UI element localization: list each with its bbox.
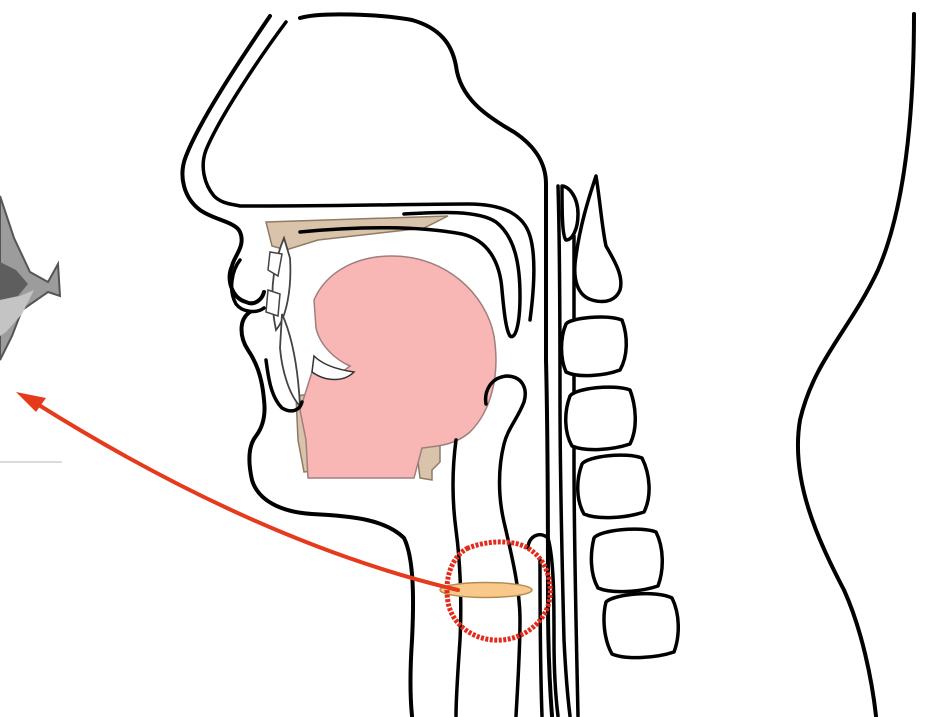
larynx-front-wall	[453, 440, 461, 716]
hard-palate	[266, 216, 448, 250]
epiglottis	[486, 376, 526, 716]
cervical-vertebrae	[562, 176, 679, 658]
spinal-column-front	[558, 186, 570, 716]
larynx-inset-image	[0, 196, 62, 462]
back-of-neck-outline	[798, 14, 914, 716]
